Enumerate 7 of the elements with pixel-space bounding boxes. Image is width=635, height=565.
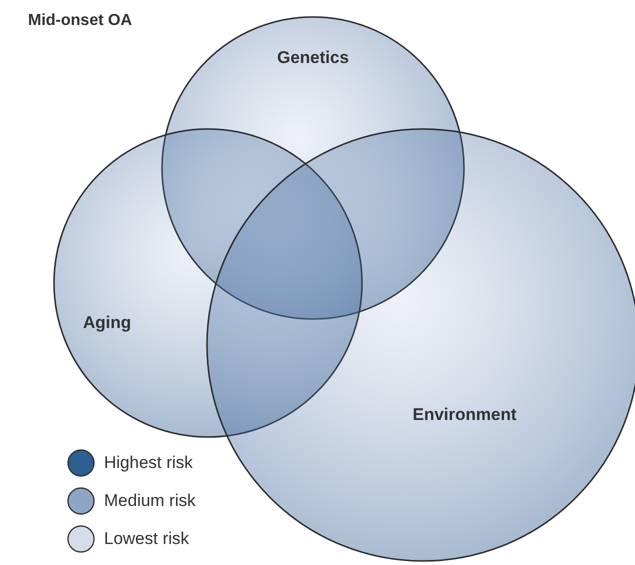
- legend-label: Highest risk: [104, 453, 193, 473]
- circle-label: Genetics: [277, 48, 349, 68]
- circle-label: Aging: [83, 313, 132, 333]
- legend-label: Lowest risk: [104, 529, 190, 549]
- circle-label: Environment: [412, 405, 517, 425]
- legend-label: Medium risk: [104, 491, 196, 511]
- diagram-title: Mid-onset OA: [28, 12, 132, 30]
